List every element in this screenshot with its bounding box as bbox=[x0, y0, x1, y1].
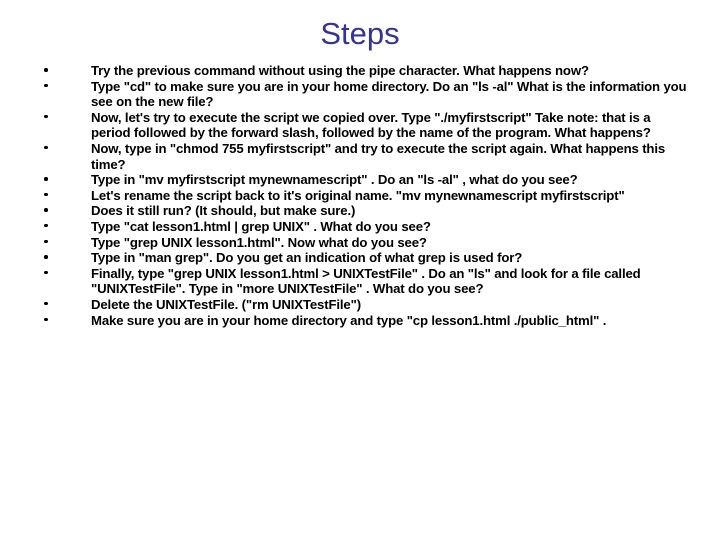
bullet-dot-icon bbox=[44, 317, 48, 321]
bullet-dot-icon bbox=[44, 145, 48, 150]
steps-list: Try the previous command without using t… bbox=[0, 63, 720, 328]
list-item-text: Finally, type "grep UNIX lesson1.html > … bbox=[91, 265, 641, 297]
list-item-text: Let's rename the script back to it's ori… bbox=[91, 187, 625, 203]
bullet-dot-icon bbox=[44, 270, 48, 275]
bullet-dot-icon bbox=[44, 239, 48, 244]
list-item: Type in "mv myfirstscript mynewnamescrip… bbox=[0, 172, 720, 188]
list-item-text: Now, type in "chmod 755 myfirstscript" a… bbox=[91, 140, 666, 172]
list-item-text: Type "cd" to make sure you are in your h… bbox=[91, 78, 687, 110]
list-item-text: Now, let's try to execute the script we … bbox=[91, 109, 651, 141]
page-title: Steps bbox=[320, 16, 400, 51]
list-item: Now, let's try to execute the script we … bbox=[0, 110, 720, 141]
bullet-dot-icon bbox=[44, 255, 48, 259]
list-item: Does it still run? (It should, but make … bbox=[0, 203, 720, 219]
list-item: Now, type in "chmod 755 myfirstscript" a… bbox=[0, 141, 720, 172]
bullet-dot-icon bbox=[44, 301, 48, 306]
list-item: Try the previous command without using t… bbox=[0, 63, 720, 79]
list-item: Make sure you are in your home directory… bbox=[0, 313, 720, 329]
list-item: Type in "man grep". Do you get an indica… bbox=[0, 250, 720, 266]
list-item-text: Try the previous command without using t… bbox=[91, 63, 589, 78]
list-item-text: Type in "man grep". Do you get an indica… bbox=[91, 250, 523, 266]
bullet-dot-icon bbox=[44, 223, 48, 228]
bullet-dot-icon bbox=[44, 68, 48, 72]
list-item-text: Type in "mv myfirstscript mynewnamescrip… bbox=[91, 172, 578, 188]
list-item-text: Type "cat lesson1.html | grep UNIX" . Wh… bbox=[91, 218, 431, 234]
list-item-text: Does it still run? (It should, but make … bbox=[91, 203, 356, 219]
list-item: Let's rename the script back to it's ori… bbox=[0, 188, 720, 204]
bullet-dot-icon bbox=[44, 83, 48, 88]
list-item: Finally, type "grep UNIX lesson1.html > … bbox=[0, 266, 720, 297]
list-item: Type "grep UNIX lesson1.html". Now what … bbox=[0, 235, 720, 251]
list-item-text: Make sure you are in your home directory… bbox=[91, 312, 607, 328]
bullet-dot-icon bbox=[44, 192, 48, 197]
bullet-dot-icon bbox=[44, 208, 48, 212]
bullet-dot-icon bbox=[44, 114, 48, 119]
bullet-dot-icon bbox=[44, 177, 48, 181]
list-item: Delete the UNIXTestFile. ("rm UNIXTestFi… bbox=[0, 297, 720, 313]
list-item-text: Type "grep UNIX lesson1.html". Now what … bbox=[91, 234, 427, 250]
list-item: Type "cat lesson1.html | grep UNIX" . Wh… bbox=[0, 219, 720, 235]
list-item: Type "cd" to make sure you are in your h… bbox=[0, 79, 720, 110]
list-item-text: Delete the UNIXTestFile. ("rm UNIXTestFi… bbox=[91, 296, 361, 312]
